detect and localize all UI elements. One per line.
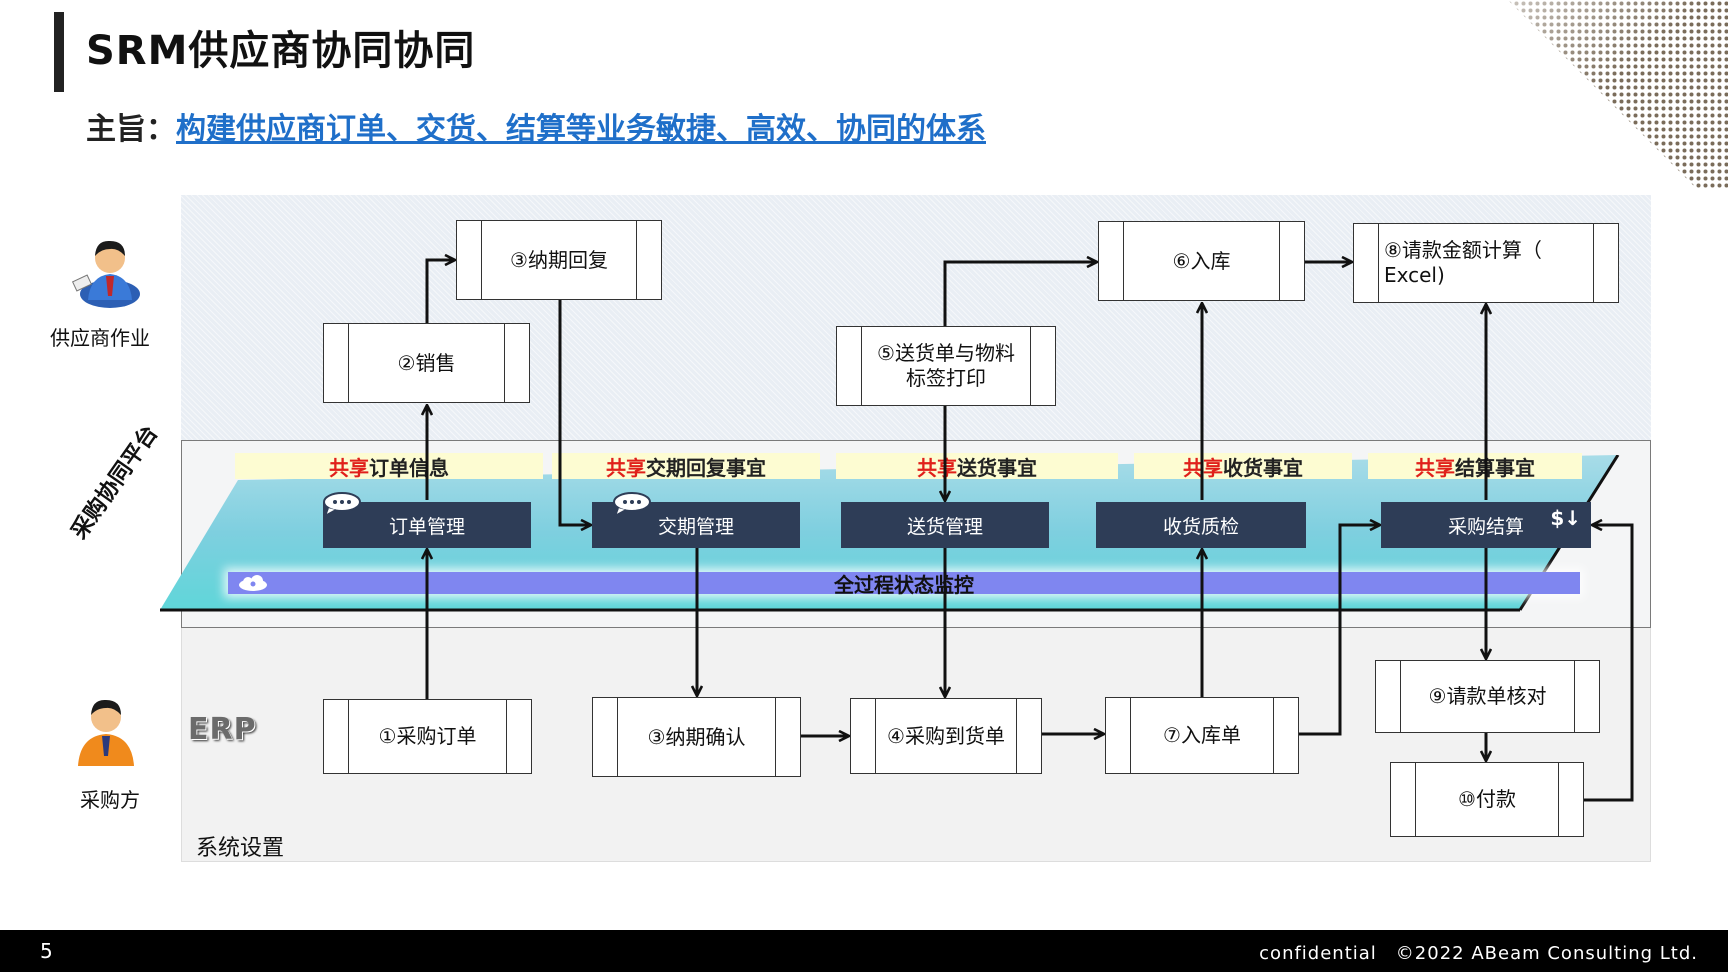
module-purchase-settlement-label: 采购结算 xyxy=(1447,515,1524,538)
chat-bubble-icon xyxy=(323,492,361,518)
arrow-print-to-stock-in xyxy=(943,262,1096,326)
box-delivery-label-print[interactable]: ⑤送货单与物料标签打印 xyxy=(836,326,1056,406)
share-bar-receiving: 共享收货事宜 xyxy=(1134,453,1352,480)
module-purchase-settlement[interactable]: 采购结算 $↓ xyxy=(1381,502,1591,548)
flow-arrows xyxy=(0,0,1634,802)
box-stock-in-note[interactable]: ⑦入库单 xyxy=(1105,697,1299,774)
module-delivery-period-management[interactable]: 交期管理 xyxy=(592,502,800,548)
erp-logo: ERP xyxy=(188,712,257,747)
module-shipping-management[interactable]: 送货管理 xyxy=(841,502,1049,548)
box-payment[interactable]: ⑩付款 xyxy=(1390,762,1584,837)
title-accent-bar xyxy=(54,12,64,92)
decorative-dot-pattern xyxy=(1508,0,1728,190)
system-settings-label[interactable]: 系统设置 xyxy=(196,836,285,861)
arrow-payment-to-settlement xyxy=(1584,525,1634,802)
arrow-stock-note-to-settlement xyxy=(1299,525,1379,736)
box-invoice-check[interactable]: ⑨请款单核对 xyxy=(1375,660,1600,733)
cloud-icon xyxy=(239,575,267,591)
box-arrival-note[interactable]: ④采购到货单 xyxy=(850,698,1042,774)
share-bar-settlement: 共享结算事宜 xyxy=(1368,453,1582,480)
box-stock-in[interactable]: ⑥入库 xyxy=(1098,221,1305,301)
share-bar-shipping: 共享送货事宜 xyxy=(836,453,1118,480)
subtitle-link[interactable]: 构建供应商订单、交货、结算等业务敏捷、高效、协同的体系 xyxy=(176,112,986,147)
module-receiving-qc[interactable]: 收货质检 xyxy=(1096,502,1306,548)
arrow-due-reply-to-period-mgmt xyxy=(558,300,590,525)
supplier-person-icon xyxy=(71,240,140,308)
box-invoice-calculation[interactable]: ⑧请款金额计算（Excel) xyxy=(1353,223,1619,303)
buyer-lane-label: 采购方 xyxy=(80,788,140,812)
box-due-reply[interactable]: ③纳期回复 xyxy=(456,220,662,300)
page-subtitle: 主旨：构建供应商订单、交货、结算等业务敏捷、高效、协同的体系 xyxy=(86,104,986,148)
footer-bar: 5 confidential ©2022 ABeam Consulting Lt… xyxy=(0,930,1728,972)
process-monitor-bar: 全过程状态监控 xyxy=(228,572,1580,597)
buyer-person-icon xyxy=(78,699,134,766)
box-due-confirm[interactable]: ③纳期确认 xyxy=(592,697,801,777)
page-number: 5 xyxy=(40,939,53,963)
page-title: SRM供应商协同协同 xyxy=(86,28,476,74)
module-order-management[interactable]: 订单管理 xyxy=(323,502,531,548)
box-purchase-order[interactable]: ①采购订单 xyxy=(323,699,532,774)
chat-bubble-icon xyxy=(613,492,651,518)
arrow-sales-to-due-reply xyxy=(425,260,454,323)
box-sales[interactable]: ②销售 xyxy=(323,323,530,403)
copyright-text: confidential ©2022 ABeam Consulting Ltd. xyxy=(1259,943,1698,964)
supplier-lane-label: 供应商作业 xyxy=(50,326,150,350)
subtitle-prefix: 主旨： xyxy=(86,112,176,147)
share-bar-due-reply: 共享交期回复事宜 xyxy=(552,453,820,480)
share-bar-order: 共享订单信息 xyxy=(235,453,543,480)
settlement-dollar-icon: $↓ xyxy=(1550,506,1581,530)
